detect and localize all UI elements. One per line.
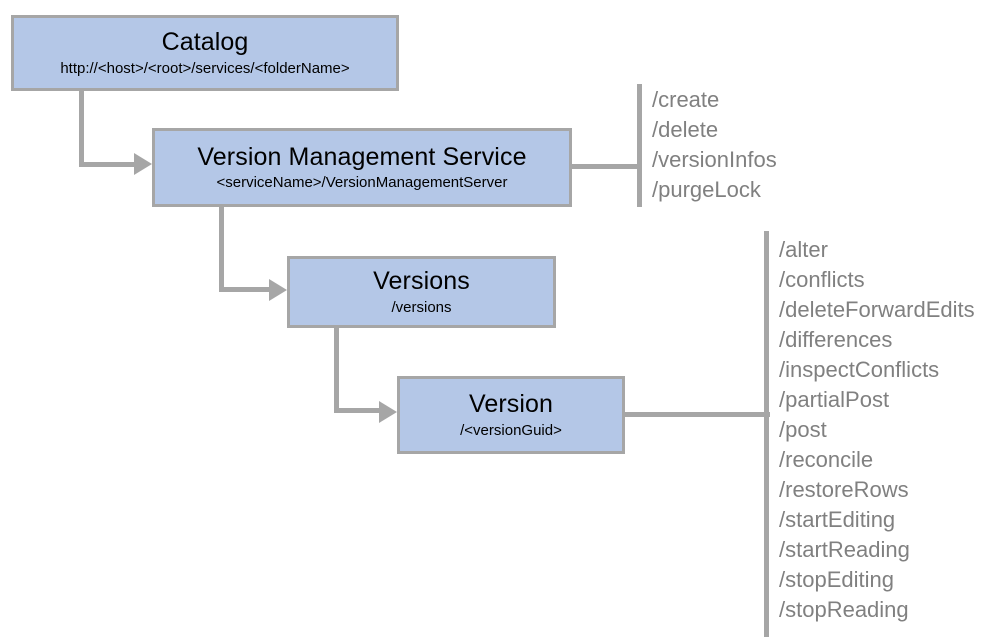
node-versions-subtitle: /versions: [391, 298, 452, 316]
node-catalog-title: Catalog: [161, 28, 249, 57]
endpoint-item[interactable]: /delete: [652, 117, 719, 142]
endpoint-item[interactable]: /startEditing: [779, 507, 896, 532]
node-version-management-service-title: Version Management Service: [197, 142, 527, 171]
connector-service-to-versions-arrowhead-icon: [269, 279, 287, 301]
endpoint-item[interactable]: /stopReading: [779, 597, 909, 622]
node-version-management-service-subtitle: <serviceName>/VersionManagementServer: [216, 174, 508, 191]
endpoint-item[interactable]: /reconcile: [779, 447, 874, 472]
endpoint-item[interactable]: /startReading: [779, 537, 910, 562]
connector-versions-to-version-horizontal: [334, 408, 383, 413]
bracket-version-operations: [764, 231, 769, 637]
endpoint-list-service-operations: /create/delete/versionInfos/purgeLock: [652, 85, 777, 205]
node-version-title: Version: [468, 390, 554, 419]
connector-service-to-service-operations: [572, 164, 642, 169]
endpoint-item[interactable]: /inspectConflicts: [779, 357, 940, 382]
endpoint-list-version-operations: /alter/conflicts/deleteForwardEdits/diff…: [779, 235, 975, 625]
endpoint-item[interactable]: /differences: [779, 327, 893, 352]
connector-versions-to-version-arrowhead-icon: [379, 401, 397, 423]
endpoint-item[interactable]: /stopEditing: [779, 567, 894, 592]
node-versions-title: Versions: [373, 267, 470, 296]
connector-version-to-version-operations: [625, 412, 770, 417]
connector-catalog-to-service-arrowhead-icon: [134, 153, 152, 175]
endpoint-item[interactable]: /versionInfos: [652, 147, 777, 172]
endpoint-item[interactable]: /conflicts: [779, 267, 865, 292]
endpoint-item[interactable]: /alter: [779, 237, 828, 262]
endpoint-item[interactable]: /post: [779, 417, 827, 442]
endpoint-item[interactable]: /purgeLock: [652, 177, 761, 202]
connector-versions-to-version-vertical: [334, 328, 339, 413]
connector-service-to-versions-horizontal: [219, 287, 273, 292]
connector-catalog-to-service-vertical: [79, 91, 84, 167]
endpoint-item[interactable]: /partialPost: [779, 387, 890, 412]
node-version-management-service[interactable]: Version Management Service <serviceName>…: [152, 128, 572, 207]
endpoint-item[interactable]: /restoreRows: [779, 477, 909, 502]
node-version[interactable]: Version /<versionGuid>: [397, 376, 625, 454]
endpoint-item[interactable]: /deleteForwardEdits: [779, 297, 975, 322]
node-version-subtitle: /<versionGuid>: [460, 421, 562, 439]
node-catalog[interactable]: Catalog http://<host>/<root>/services/<f…: [11, 15, 399, 91]
node-catalog-subtitle: http://<host>/<root>/services/<folderNam…: [60, 59, 350, 77]
connector-service-to-versions-vertical: [219, 207, 224, 292]
node-versions[interactable]: Versions /versions: [287, 256, 556, 328]
bracket-service-operations: [637, 84, 642, 207]
endpoint-item[interactable]: /create: [652, 87, 720, 112]
connector-catalog-to-service-horizontal: [79, 162, 137, 167]
